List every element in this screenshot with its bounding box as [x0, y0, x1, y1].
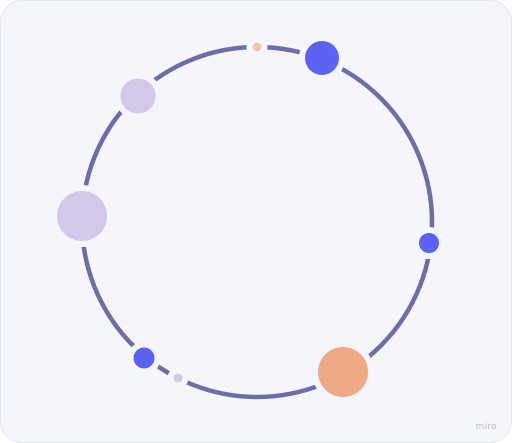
- orbit-dot-top-left: [114, 72, 162, 120]
- miro-watermark: miro: [475, 422, 497, 432]
- orbit-dot-bottom-small: [167, 367, 189, 389]
- orbit-dot-top-small: [246, 36, 268, 58]
- orbit-dot-top-right: [299, 35, 345, 81]
- orbit-dot-right: [413, 227, 445, 259]
- orbit-dot-bottom-left: [127, 341, 161, 375]
- orbit-dot-left-large: [51, 185, 113, 247]
- orbit-dot-bottom-right-large: [312, 341, 374, 403]
